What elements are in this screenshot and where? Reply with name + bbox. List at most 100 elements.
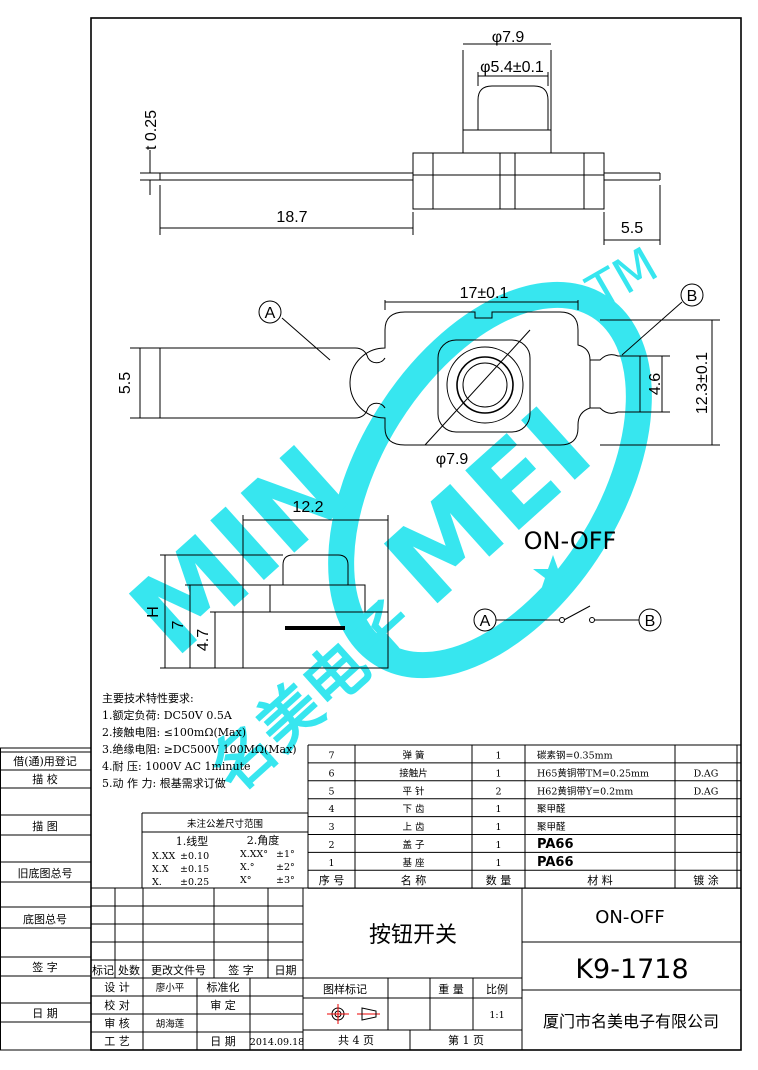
total-pages: 共 4 页 bbox=[338, 1034, 374, 1047]
review-label: 审 核 bbox=[104, 1016, 130, 1030]
requirements-title: 主要技术特性要求: bbox=[102, 691, 194, 705]
parts-cell: 1 bbox=[495, 822, 501, 833]
front-view: φ7.9 φ5.4±0.1 t 0.25 18.7 5.5 bbox=[140, 29, 661, 245]
parts-cell: 接触片 bbox=[399, 767, 428, 779]
requirement-item: 4.耐 压: 1000V AC 1minute bbox=[102, 760, 251, 773]
sheet-border bbox=[90, 17, 742, 1051]
revision-header: 处数 bbox=[118, 964, 140, 977]
parts-cell: PA66 bbox=[537, 837, 574, 852]
parts-header: 数 量 bbox=[486, 874, 512, 887]
requirement-item: 5.动 作 力: 根基需求订做 bbox=[102, 776, 226, 790]
table-row: 6 接触片 1 H65黄铜带TM=0.25mm D.AG bbox=[328, 767, 718, 779]
parts-cell: 平 针 bbox=[402, 785, 425, 797]
dim-side-h: H bbox=[145, 606, 162, 618]
left-strip-label: 描 图 bbox=[32, 819, 58, 833]
revision-header: 日期 bbox=[275, 964, 297, 977]
parts-cell: 聚甲醛 bbox=[537, 803, 566, 815]
dim-thickness: t 0.25 bbox=[143, 110, 160, 150]
parts-cell: 碳素钢=0.35mm bbox=[537, 750, 613, 762]
parts-cell: 5 bbox=[328, 786, 334, 797]
parts-cell: 1 bbox=[328, 858, 334, 869]
revision-block: 标记处数更改文件号签 字日期 设 计 廖小平 标准化 校 对 审 定 审 核 胡… bbox=[91, 887, 741, 1050]
parts-cell: 盖 子 bbox=[402, 839, 425, 851]
parts-cell: 上 齿 bbox=[402, 822, 425, 833]
dim-right-tab-height: 4.6 bbox=[647, 373, 664, 395]
side-view: 12.2 H 7 4.7 bbox=[145, 499, 389, 669]
callout-a: A bbox=[265, 305, 276, 322]
parts-cell: 4 bbox=[328, 804, 334, 815]
schematic-b: B bbox=[645, 613, 656, 630]
parts-cell: 1 bbox=[495, 840, 501, 851]
date-label: 日 期 bbox=[210, 1035, 236, 1048]
dim-side-7: 7 bbox=[170, 620, 187, 629]
parts-cell: PA66 bbox=[537, 855, 574, 870]
parts-cell: H65黄铜带TM=0.25mm bbox=[537, 767, 649, 779]
dim-top-outer-dia: φ7.9 bbox=[492, 29, 525, 46]
parts-cell: D.AG bbox=[694, 768, 719, 779]
parts-header: 镀 涂 bbox=[693, 873, 719, 887]
left-strip-label: 旧底图总号 bbox=[18, 866, 73, 880]
company-name: 厦门市名美电子有限公司 bbox=[543, 1012, 719, 1031]
pattern-mark-label: 图样标记 bbox=[323, 982, 367, 996]
product-name: 按钮开关 bbox=[369, 923, 457, 948]
title-block: 按钮开关 图样标记 重 量 比例 1:1 共 4 页 第 1 页 ON-OFF … bbox=[303, 888, 741, 1050]
table-row: 3 上 齿 1 聚甲醛 bbox=[328, 821, 566, 833]
tolerance-angle-value: ±3° bbox=[276, 875, 295, 886]
model-description: ON-OFF bbox=[595, 907, 665, 928]
date-value: 2014.09.18 bbox=[250, 1037, 304, 1048]
parts-cell: 基 座 bbox=[402, 857, 425, 869]
dim-top-inner-dia: φ5.4±0.1 bbox=[480, 59, 544, 76]
left-strip-label: 底图总号 bbox=[23, 912, 67, 926]
tolerance-angle-value: ±2° bbox=[276, 862, 295, 873]
parts-cell: 6 bbox=[328, 768, 334, 779]
requirement-item: 2.接触电阻: ≤100mΩ(Max) bbox=[102, 725, 246, 739]
dim-right-length: 5.5 bbox=[621, 220, 643, 237]
dim-left-tab-height: 5.5 bbox=[117, 372, 134, 394]
revision-header: 签 字 bbox=[228, 963, 254, 977]
revision-header: 更改文件号 bbox=[151, 963, 206, 977]
requirement-item: 1.额定负荷: DC50V 0.5A bbox=[102, 708, 233, 722]
dim-body-width: 17±0.1 bbox=[460, 285, 509, 302]
tolerance-angle-value: ±1° bbox=[276, 849, 295, 860]
switch-schematic: ON-OFF A B bbox=[473, 527, 662, 632]
part-number: K9-1718 bbox=[575, 954, 688, 985]
parts-cell: 7 bbox=[328, 751, 334, 762]
page-number: 第 1 页 bbox=[448, 1033, 484, 1047]
parts-cell: 聚甲醛 bbox=[537, 821, 566, 833]
approve-label: 审 定 bbox=[210, 998, 236, 1012]
scale-label: 比例 bbox=[486, 982, 508, 996]
plan-view: A B 17±0.1 5.5 4.6 12.3±0.1 φ7.9 bbox=[117, 283, 720, 468]
first-angle-projection-icon bbox=[327, 1004, 380, 1024]
parts-cell: 2 bbox=[495, 786, 501, 797]
dim-left-length: 18.7 bbox=[276, 209, 307, 226]
tolerance-angle-format: X.° bbox=[240, 862, 255, 873]
reviewer-name: 胡海莲 bbox=[156, 1018, 185, 1030]
parts-cell: H62黄铜带Y=0.2mm bbox=[537, 785, 633, 797]
left-strip-label: 签 字 bbox=[32, 960, 58, 974]
design-label: 设 计 bbox=[104, 981, 130, 994]
schematic-a: A bbox=[480, 613, 491, 630]
parts-cell: 3 bbox=[328, 822, 334, 833]
revision-header: 标记 bbox=[92, 963, 114, 977]
parts-cell: 下 齿 bbox=[402, 804, 425, 815]
parts-cell: 1 bbox=[495, 768, 501, 779]
dim-side-47: 4.7 bbox=[195, 629, 212, 651]
designer-name: 廖小平 bbox=[156, 982, 185, 994]
parts-table: 7 弹 簧 1 碳素钢=0.35mm 6 接触片 1 H65黄铜带TM=0.25mm D.AG 5… bbox=[307, 744, 741, 889]
dim-ring-dia: φ7.9 bbox=[436, 451, 469, 468]
tolerance-linear-value: ±0.25 bbox=[180, 877, 209, 888]
left-strip-label: 日 期 bbox=[32, 1007, 58, 1020]
tolerance-linear-value: ±0.15 bbox=[180, 864, 209, 875]
callout-b: B bbox=[687, 288, 698, 305]
dim-side-width: 12.2 bbox=[292, 499, 323, 516]
left-strip-label: 描 校 bbox=[32, 772, 58, 786]
weight-label: 重 量 bbox=[438, 982, 464, 996]
parts-cell: 弹 簧 bbox=[402, 750, 425, 762]
tolerance-linear-format: X.XX bbox=[152, 851, 176, 862]
